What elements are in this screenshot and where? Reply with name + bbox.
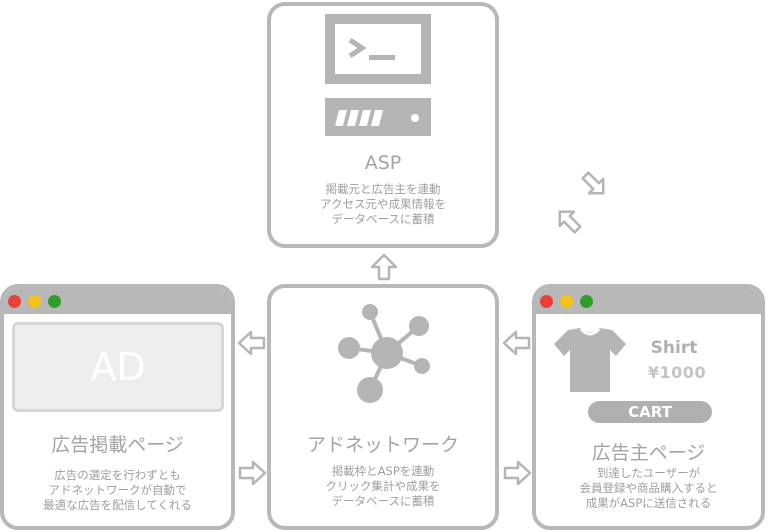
terminal-monitor-icon [325,14,431,136]
window-maximize-dot [580,295,593,308]
asp-title: ASP [364,152,402,174]
arrow-down-right-icon [581,171,605,195]
asp-description: 掲載元と広告主を連動 アクセス元や成果情報を データベースに蓄積 [320,182,446,226]
adnetwork-description: 掲載枠とASPを連動 クリック集計や成果を データベースに蓄積 [325,464,441,508]
product-name: Shirt [650,338,698,358]
ad-label: AD [90,345,146,389]
arrow-right-icon [503,460,532,486]
cart-button[interactable]: CART [588,401,712,423]
arrow-up-left-icon [558,210,582,234]
ad-banner: AD [12,322,224,412]
arrow-left-icon [502,330,531,356]
window-maximize-dot [48,295,61,308]
window-titlebar [4,288,231,314]
media-description: 広告の選定を行わずとも アドネットワークが自動で 最適な広告を配信してくれる [43,468,192,512]
tshirt-icon [554,327,626,392]
window-minimize-dot [560,295,573,308]
arrow-up-icon [370,253,398,281]
adnetwork-title: アドネットワーク [306,434,459,456]
asp-box: ASP 掲載元と広告主を連動 アクセス元や成果情報を データベースに蓄積 [267,2,499,248]
network-hub-icon [338,304,430,403]
arrow-left-icon [237,330,266,356]
product-price: ¥1000 [647,363,707,382]
media-title: 広告掲載ページ [51,434,184,456]
advertiser-page-box: Shirt ¥1000 CART 広告主ページ 到達したユーザーが 会員登録や商… [532,284,765,530]
window-titlebar [536,288,761,314]
window-minimize-dot [28,295,41,308]
advertiser-title: 広告主ページ [591,442,706,464]
window-close-dot [8,295,21,308]
adnetwork-box: アドネットワーク 掲載枠とASPを連動 クリック集計や成果を データベースに蓄積 [267,284,499,530]
advertiser-description: 到達したユーザーが 会員登録や商品購入すると 成果がASPに送信される [579,466,718,510]
window-close-dot [540,295,553,308]
arrow-right-icon [238,460,267,486]
media-page-box: AD 広告掲載ページ 広告の選定を行わずとも アドネットワークが自動で 最適な広… [0,284,235,530]
